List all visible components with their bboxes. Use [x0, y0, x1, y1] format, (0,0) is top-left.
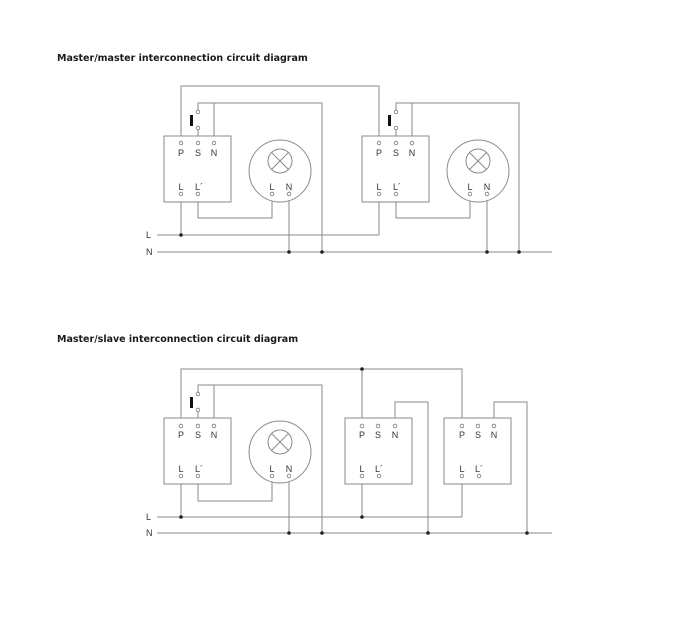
terminal-label: S [375, 430, 381, 440]
terminal-label: N [484, 182, 491, 192]
pushbutton-icon [388, 115, 391, 126]
lamp-wire-1 [197, 194, 273, 219]
slave-1-n-wire [394, 401, 429, 533]
terminal-points [178, 109, 490, 197]
switch-n-wire-2 [395, 102, 520, 252]
slave-module-1 [344, 417, 413, 485]
master-master-diagram: L N P S N L L´ L N P S N L L´ L N [146, 85, 552, 257]
terminal-label: N [409, 148, 416, 158]
diagram-title-master-master: Master/master interconnection circuit di… [57, 53, 308, 64]
terminal-label: P [459, 430, 465, 440]
l-rail-label: L [146, 230, 151, 240]
terminal-label: S [393, 148, 399, 158]
terminal-label: N [211, 148, 218, 158]
diagram-title-master-slave: Master/slave interconnection circuit dia… [57, 334, 298, 345]
lamp-fixture-2 [446, 139, 510, 203]
junction-dots [179, 233, 521, 254]
terminal-label: L [178, 182, 183, 192]
terminal-label: L [376, 182, 381, 192]
switch-n-wire-1 [197, 102, 323, 252]
terminal-label: P [376, 148, 382, 158]
terminal-label: N [392, 430, 399, 440]
terminal-label: L [359, 464, 364, 474]
terminal-label: L [269, 182, 274, 192]
master-module-2 [361, 135, 430, 203]
terminal-label: L [178, 464, 183, 474]
n-rail-label: N [146, 247, 153, 257]
terminal-label: S [195, 148, 201, 158]
junction-dots [179, 367, 529, 535]
n-rail-label: N [146, 528, 153, 538]
lamp-icon [465, 148, 491, 174]
terminal-label: S [475, 430, 481, 440]
pushbutton-icon [190, 397, 193, 408]
terminal-label: L´ [393, 182, 401, 192]
p-interconnect-wire [180, 368, 463, 426]
lamp-fixture-1 [248, 139, 312, 203]
terminal-label: L´ [475, 464, 483, 474]
master-module-1 [163, 135, 232, 203]
terminal-label: L´ [195, 182, 203, 192]
lamp-fixture [248, 420, 312, 484]
master-slave-diagram: L N P S N L L´ L N P S N L L´ P S N L L´ [146, 367, 552, 538]
terminal-label: P [178, 148, 184, 158]
terminal-label: P [359, 430, 365, 440]
terminal-label: L´ [195, 464, 203, 474]
l-rail-label: L [146, 512, 151, 522]
terminal-label: S [195, 430, 201, 440]
slave-2-n-wire [493, 401, 528, 533]
terminal-label: L [467, 182, 472, 192]
lamp-icon [267, 148, 293, 174]
lamp-icon [267, 429, 293, 455]
switch-n-wire [197, 384, 323, 533]
terminal-points [178, 391, 497, 479]
terminal-label: N [286, 464, 293, 474]
lamp-wire-2 [395, 194, 471, 219]
master-module [163, 417, 232, 485]
terminal-label: L [459, 464, 464, 474]
pushbutton-icon [190, 115, 193, 126]
slave-module-2 [443, 417, 512, 485]
terminal-label: N [286, 182, 293, 192]
terminal-label: L´ [375, 464, 383, 474]
lamp-wire [197, 476, 273, 502]
p-interconnect-wire [180, 85, 380, 143]
terminal-label: N [211, 430, 218, 440]
terminal-label: L [269, 464, 274, 474]
terminal-label: N [491, 430, 498, 440]
terminal-label: P [178, 430, 184, 440]
